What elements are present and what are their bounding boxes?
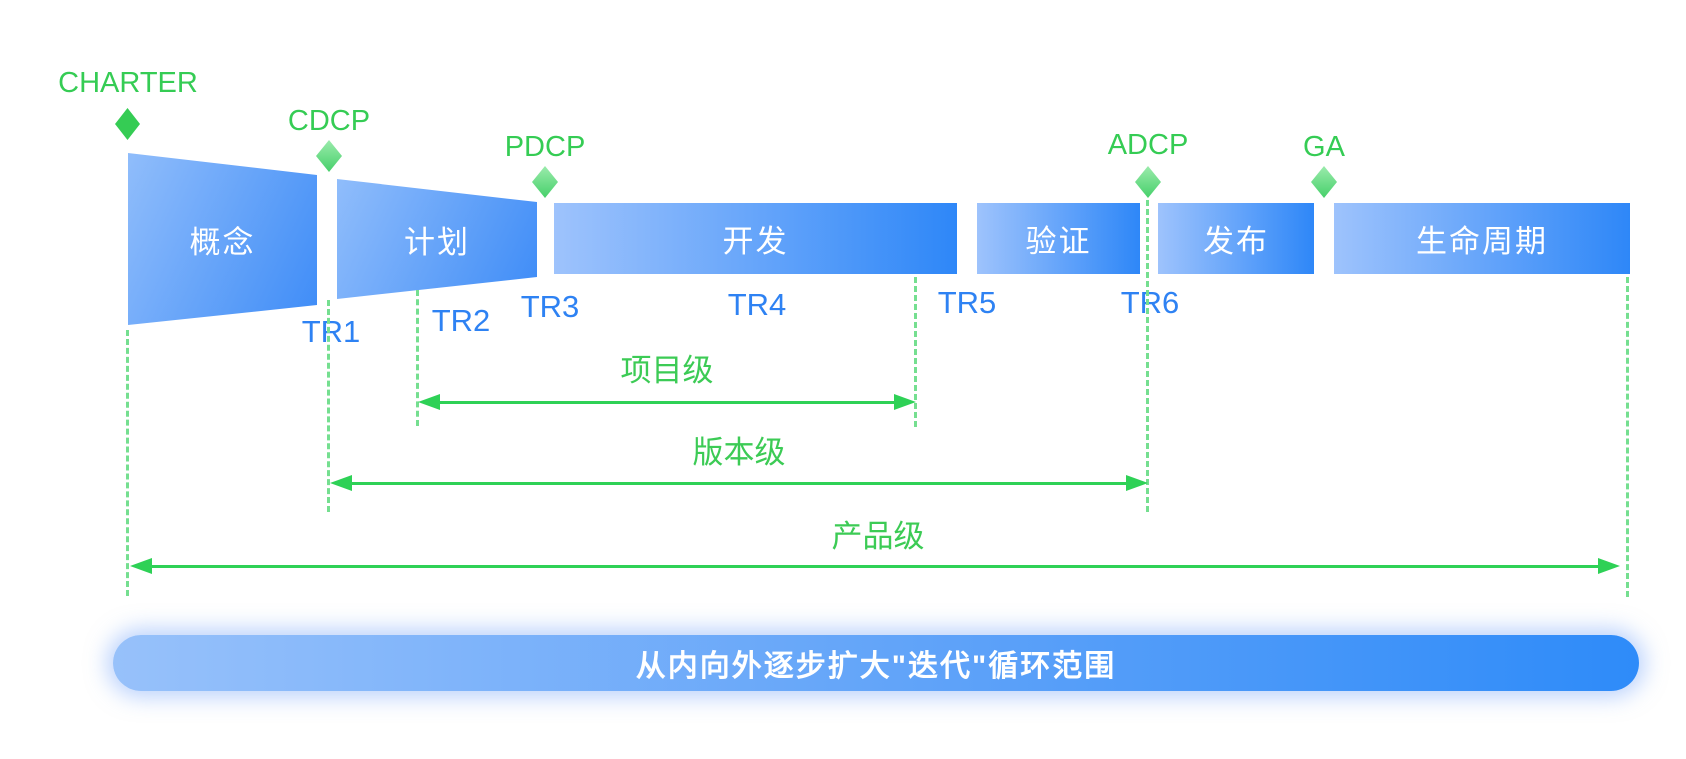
arrow-right-head-icon (1126, 475, 1148, 491)
arrow-left-head-icon (330, 475, 352, 491)
phase-bar-concept: 概念 (128, 153, 317, 325)
scope-label-version: 版本级 (692, 435, 786, 470)
arrow-left-head-icon (418, 394, 440, 410)
review-label-tr6: TR6 (1120, 285, 1180, 320)
arrow-right-head-icon (894, 394, 916, 410)
phase-label-concept: 概念 (189, 224, 256, 260)
review-label-tr3: TR3 (520, 289, 580, 324)
phase-bar-verify: 验证 (977, 203, 1140, 274)
pdcp-diamond-icon (532, 166, 558, 198)
dashed-line-adcp-tr6 (1146, 200, 1149, 512)
dashed-line-lifecycle-end (1626, 277, 1629, 597)
review-label-tr5: TR5 (937, 285, 997, 320)
milestone-label-charter: CHARTER (58, 67, 198, 99)
banner-text: 从内向外逐步扩大"迭代"循环范围 (635, 650, 1117, 683)
milestone-label-adcp: ADCP (1107, 129, 1189, 161)
phase-label-plan: 计划 (404, 224, 470, 260)
arrow-left-head-icon (130, 558, 152, 574)
milestone-label-ga: GA (1303, 131, 1345, 163)
phase-label-release: 发布 (1203, 224, 1269, 259)
phase-label-develop: 开发 (722, 224, 789, 259)
phase-bar-release: 发布 (1158, 203, 1314, 274)
cdcp-diamond-icon (316, 140, 342, 172)
review-label-tr2: TR2 (431, 303, 491, 338)
arrow-shaft (344, 481, 1134, 485)
dashed-line-tr2 (416, 290, 419, 426)
scope-label-project: 项目级 (620, 353, 714, 388)
dashed-line-charter (126, 330, 129, 596)
scope-label-product: 产品级 (831, 519, 925, 554)
phase-bar-plan: 计划 (337, 179, 537, 299)
arrow-right-head-icon (1598, 558, 1620, 574)
version-scope-arrow (330, 475, 1148, 491)
adcp-diamond-icon (1135, 166, 1161, 198)
milestone-label-cdcp: CDCP (287, 105, 371, 137)
phase-label-verify: 验证 (1025, 224, 1092, 259)
arrow-shaft (144, 564, 1606, 568)
phase-bar-develop: 开发 (554, 203, 957, 274)
review-label-tr1: TR1 (301, 314, 361, 349)
ga-diamond-icon (1311, 166, 1337, 198)
iteration-scope-banner: 从内向外逐步扩大"迭代"循环范围 (113, 635, 1639, 691)
project-scope-arrow (418, 394, 916, 410)
product-scope-arrow (130, 558, 1620, 574)
dashed-line-cdcp-tr1 (327, 300, 330, 512)
dashed-line-tr5 (914, 277, 917, 427)
review-label-tr4: TR4 (727, 287, 787, 322)
milestone-label-pdcp: PDCP (504, 131, 586, 163)
phase-label-lifecycle: 生命周期 (1416, 224, 1548, 259)
phase-bar-lifecycle: 生命周期 (1334, 203, 1630, 274)
charter-diamond-icon (115, 108, 140, 140)
arrow-shaft (432, 400, 902, 404)
